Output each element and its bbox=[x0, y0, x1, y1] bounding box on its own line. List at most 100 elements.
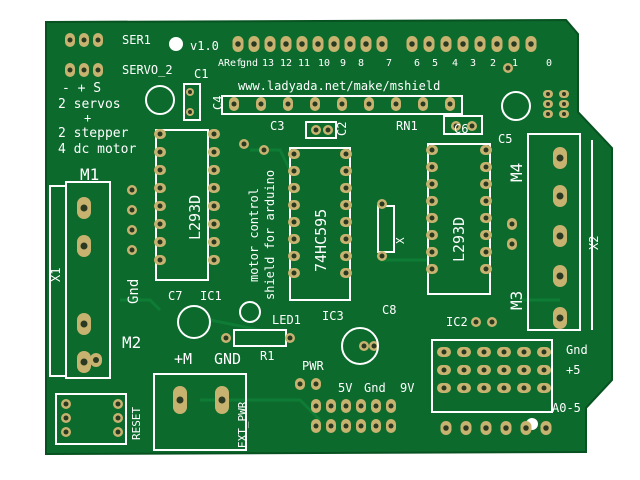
power-pin bbox=[386, 419, 396, 433]
rn1-pin bbox=[310, 97, 320, 111]
label-servo2: SERVO_2 bbox=[122, 63, 173, 77]
label-desc-2: 2 servos bbox=[58, 97, 121, 112]
c8-cap bbox=[341, 327, 379, 365]
label-vertical-1: motor control bbox=[247, 188, 261, 282]
analog-header-pin bbox=[437, 347, 451, 357]
digital-pin-label: 1 bbox=[512, 58, 518, 69]
left-small-pad bbox=[127, 185, 137, 195]
label-x2: X2 bbox=[587, 236, 601, 250]
74hc595-pin bbox=[288, 166, 300, 176]
l293d-right-pin bbox=[480, 247, 492, 257]
header-pin-top-left bbox=[280, 36, 292, 52]
l293d-left-pin bbox=[208, 165, 220, 175]
header-pin-top-right bbox=[508, 36, 520, 52]
label-url: www.ladyada.net/make/mshield bbox=[238, 79, 440, 93]
label-gnd-mid: Gnd bbox=[364, 381, 386, 395]
l293d-right-pin bbox=[426, 145, 438, 155]
label-c3: C3 bbox=[270, 119, 284, 133]
ext-pwr-terminal bbox=[173, 386, 187, 414]
copper-traces bbox=[120, 148, 560, 422]
c1-outline-silk bbox=[183, 83, 201, 121]
header-pin-single bbox=[503, 63, 513, 73]
label-r1: R1 bbox=[260, 349, 274, 363]
analog-header-pin bbox=[477, 383, 491, 393]
header-pin-top-right bbox=[474, 36, 486, 52]
analog-header-pin bbox=[457, 383, 471, 393]
capacitor-outlines bbox=[145, 85, 531, 365]
power-pin bbox=[311, 419, 321, 433]
l293d-right-pin bbox=[480, 264, 492, 274]
analog-header-pin bbox=[497, 383, 511, 393]
74hc595-pin bbox=[340, 234, 352, 244]
pwr-jumper bbox=[295, 378, 305, 390]
icsp-pin bbox=[543, 90, 553, 98]
analog-pin-bottom bbox=[440, 421, 452, 435]
power-pin bbox=[341, 419, 351, 433]
74hc595-pin bbox=[288, 234, 300, 244]
left-small-pad bbox=[127, 225, 137, 235]
74hc595-pin bbox=[340, 149, 352, 159]
power-pin bbox=[341, 399, 351, 413]
led1-ring bbox=[239, 301, 261, 323]
74hc595-pin bbox=[340, 268, 352, 278]
analog-pin-bottom bbox=[480, 421, 492, 435]
label-gnd-left: Gnd bbox=[126, 279, 142, 304]
power-pin bbox=[356, 399, 366, 413]
silkscreen-outlines bbox=[49, 83, 593, 451]
l293d-right-pin bbox=[426, 230, 438, 240]
74hc595-pin bbox=[340, 183, 352, 193]
analog-header-pin bbox=[437, 383, 451, 393]
analog-header-pin bbox=[477, 347, 491, 357]
header-pin-top-right bbox=[457, 36, 469, 52]
l293d-right-pin bbox=[480, 230, 492, 240]
l293d-left-pin bbox=[154, 219, 166, 229]
l293d-right-pin bbox=[480, 213, 492, 223]
analog-pin-bottom bbox=[520, 421, 532, 435]
label-desc-4: 2 stepper bbox=[58, 126, 129, 141]
header-pin-top-left bbox=[232, 36, 244, 52]
label-rn1: RN1 bbox=[396, 119, 418, 133]
l293d-left-pin bbox=[154, 237, 166, 247]
reset-block-silk bbox=[55, 393, 127, 445]
analog-header-pin bbox=[517, 365, 531, 375]
header-pin-top-right bbox=[406, 36, 418, 52]
digital-pin-label: 6 bbox=[414, 58, 420, 69]
digital-pin-label: 8 bbox=[358, 58, 364, 69]
l293d-left-pin bbox=[208, 183, 220, 193]
header-pin-top-right bbox=[525, 36, 537, 52]
c6-pad bbox=[451, 121, 461, 131]
ic2-pad bbox=[471, 317, 481, 327]
label-desc-5: 4 dc motor bbox=[58, 142, 136, 157]
l293d-right-pin bbox=[426, 213, 438, 223]
analog-header-pin bbox=[517, 347, 531, 357]
resistor-network-silk bbox=[221, 95, 463, 115]
label-m1: M1 bbox=[80, 165, 99, 184]
l293d-left-pin bbox=[154, 201, 166, 211]
mounting-hole-top bbox=[169, 37, 183, 51]
label-ic1: IC1 bbox=[200, 289, 222, 303]
via-pad bbox=[259, 145, 269, 155]
m1-m2-terminal bbox=[77, 313, 91, 335]
74hc595-pin bbox=[288, 217, 300, 227]
r1-pad bbox=[221, 333, 231, 343]
rn1-pin bbox=[229, 97, 239, 111]
label-ext-pwr: EXT_PWR bbox=[236, 401, 249, 448]
reset-pin bbox=[113, 413, 123, 423]
header-pin-top-left bbox=[296, 36, 308, 52]
label-plus-m: +M bbox=[174, 350, 192, 368]
analog-pin-bottom bbox=[500, 421, 512, 435]
l293d-left-pin bbox=[154, 165, 166, 175]
left-small-pad bbox=[127, 245, 137, 255]
c1-cap bbox=[145, 85, 175, 115]
label-c5: C5 bbox=[498, 132, 512, 146]
l293d-right-pin bbox=[480, 145, 492, 155]
power-pin bbox=[371, 399, 381, 413]
label-m2: M2 bbox=[122, 333, 141, 352]
analog-header-pin bbox=[437, 365, 451, 375]
label-c2: C2 bbox=[335, 122, 349, 136]
label-c7: C7 bbox=[168, 289, 182, 303]
c6-outline-silk bbox=[443, 115, 483, 135]
reset-pin bbox=[113, 427, 123, 437]
icsp-pin bbox=[543, 100, 553, 108]
servo2-pin bbox=[79, 63, 89, 77]
